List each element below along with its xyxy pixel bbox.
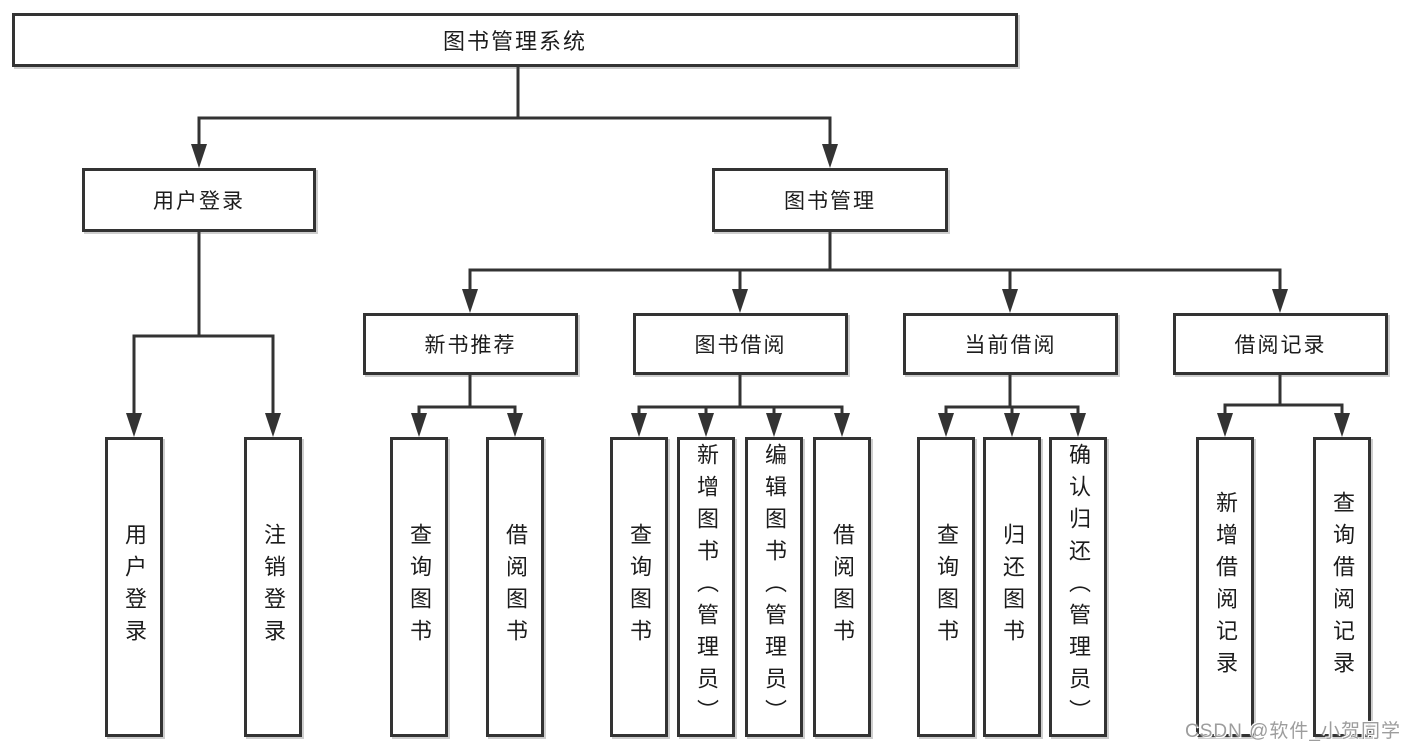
node-new-book-recommend: 新书推荐 [363,313,578,375]
leaf-user-login: 用户登录 [105,437,163,737]
leaf-logout: 注销登录 [244,437,302,737]
leaf-edit-book-admin: 编辑图书（管理员） [745,437,803,737]
leaf-query-borrow-record: 查询借阅记录 [1313,437,1371,737]
leaf-borrowing-borrow-books: 借阅图书 [813,437,871,737]
leaf-recommend-query-books: 查询图书 [390,437,448,737]
leaf-confirm-return-admin: 确认归还（管理员） [1049,437,1107,737]
node-current-borrowing: 当前借阅 [903,313,1118,375]
leaf-current-query-books: 查询图书 [917,437,975,737]
node-book-borrowing: 图书借阅 [633,313,848,375]
leaf-borrowing-query-books: 查询图书 [610,437,668,737]
node-user-login: 用户登录 [82,168,316,232]
node-library-system: 图书管理系统 [12,13,1018,67]
leaf-add-book-admin: 新增图书（管理员） [677,437,735,737]
node-book-management: 图书管理 [712,168,948,232]
leaf-add-borrow-record: 新增借阅记录 [1196,437,1254,737]
node-borrowing-records: 借阅记录 [1173,313,1388,375]
leaf-recommend-borrow-books: 借阅图书 [486,437,544,737]
watermark: CSDN @软件_小贺同学 [1185,721,1401,742]
leaf-return-book: 归还图书 [983,437,1041,737]
